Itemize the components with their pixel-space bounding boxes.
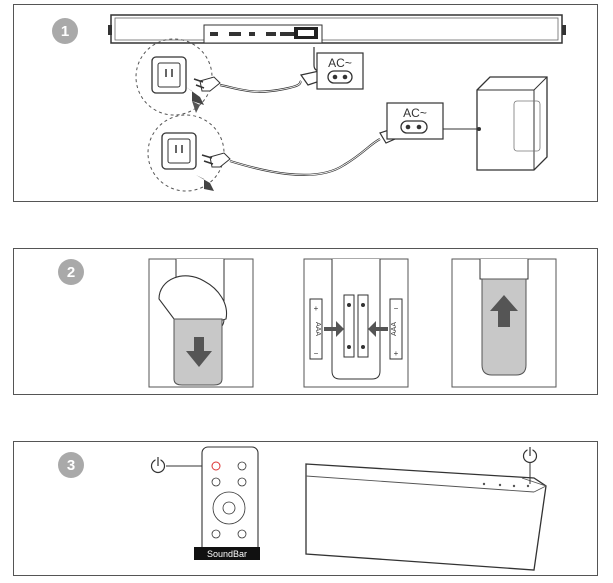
- battery-compartment: + − AAA − + AAA: [303, 258, 409, 388]
- battery-left-label: AAA: [314, 322, 321, 336]
- step-3-panel: 3 SoundBar: [13, 441, 598, 576]
- soundbar-rear: [108, 14, 566, 44]
- power-icon: [150, 456, 166, 474]
- step-3-badge: 3: [58, 452, 84, 478]
- ac-socket-subwoofer: AC~: [386, 102, 477, 140]
- remote-brand-label: SoundBar: [207, 549, 247, 559]
- close-battery-cover: [451, 258, 557, 388]
- step-2-badge: 2: [58, 259, 84, 285]
- arrow-up-icon: [490, 295, 518, 327]
- svg-text:+: +: [314, 304, 319, 313]
- arrow-down-icon: [186, 337, 212, 367]
- open-battery-cover: [148, 258, 254, 388]
- battery-right-label: AAA: [391, 322, 398, 336]
- step-2-panel: 2 + − AAA −: [13, 248, 598, 395]
- power-connection-diagram: AC~ AC~: [108, 14, 566, 192]
- wall-socket-bottom: [147, 114, 231, 192]
- ac-label-subwoofer: AC~: [403, 106, 427, 120]
- power-on-diagram: SoundBar: [150, 446, 547, 571]
- svg-text:+: +: [394, 349, 399, 358]
- battery-installation-diagram: + − AAA − + AAA: [148, 258, 557, 388]
- step-1-panel: 1: [13, 4, 598, 202]
- wall-socket-top: [135, 38, 221, 116]
- svg-text:−: −: [314, 349, 319, 358]
- ac-socket-soundbar: AC~: [316, 52, 364, 90]
- step-1-badge: 1: [52, 18, 78, 44]
- ac-label-soundbar: AC~: [328, 56, 352, 70]
- soundbar-front: [305, 463, 547, 571]
- subwoofer: [476, 76, 548, 171]
- soundbar-power-icon: [522, 446, 538, 464]
- svg-text:−: −: [394, 304, 399, 313]
- remote-control: SoundBar: [194, 446, 260, 560]
